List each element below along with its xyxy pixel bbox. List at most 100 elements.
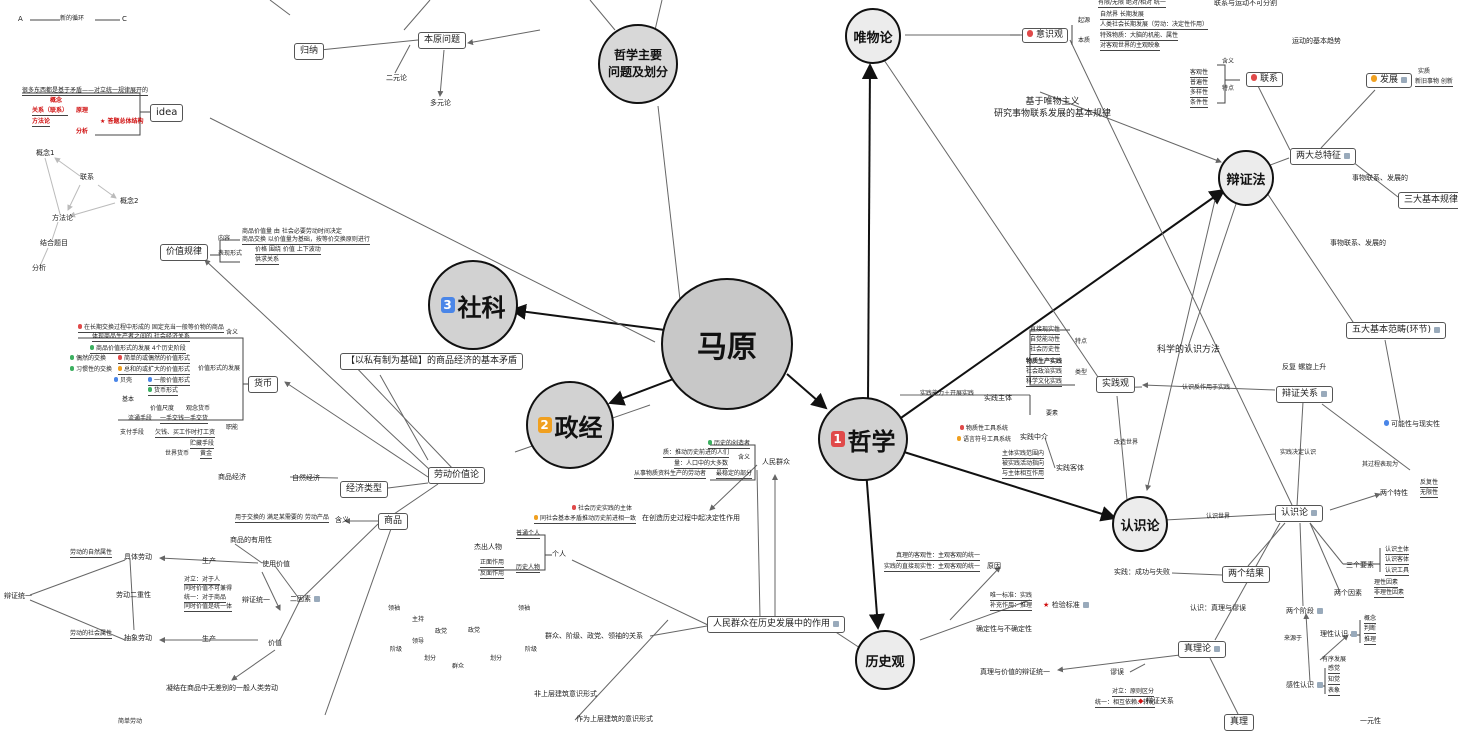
topic-number-badge: 1 [830,431,845,447]
subject-note: 实践能力＋开展实践 [920,390,975,397]
node-weiwulun[interactable]: 唯物论 [845,8,901,64]
label-text: 总和的或扩大的价值形式 [124,366,191,373]
node-masses-role[interactable]: 人民群众在历史发展中的作用 [707,616,846,633]
label-text: 货币形式 [154,387,179,394]
node-label: 联系 [1260,74,1279,84]
opposite: 对立：原则区分 [1112,688,1155,697]
node-dialectic-relation[interactable]: 辩证关系 [1276,386,1334,403]
currency-item: 黄金 [200,450,213,459]
medium-item: 物质性工具系统 [960,425,1008,432]
label-text: 在长期交换过程中形成的 固定充当一般等价物的商品 [84,324,224,331]
currency-item: 贝壳 [114,377,132,384]
practice-sub: 要素 [1046,410,1059,417]
topic-zhexue[interactable]: 1 哲学 [818,397,908,481]
node-practice-view[interactable]: 实践观 [1096,376,1136,393]
node-five-categories[interactable]: 五大基本范畴(环节) [1346,322,1447,339]
blue-badge-icon [114,377,118,382]
motion-inseparable: 联系与运动不可分割 [1214,0,1277,7]
node-two-results[interactable]: 两个结果 [1222,566,1271,583]
label-text: 二因素 [290,595,311,603]
only-standard: 唯一标准：实践 [990,592,1033,601]
currency-item: 含义 [226,329,239,336]
node-two-features[interactable]: 两大总特征 [1290,148,1357,165]
node-three-laws[interactable]: 三大基本规律 [1398,192,1458,209]
currency-item: 一手交钱一手交货 [160,415,209,424]
abc-a: A [18,15,23,23]
node-currency[interactable]: 货币 [248,376,279,393]
node-label: 意识观 [1036,30,1064,40]
node-basic-contradiction[interactable]: 【以私有制为基础】的商品经济的基本矛盾 [340,353,524,370]
topic-number-badge: 2 [537,417,552,433]
node-benyuan[interactable]: 本原问题 [418,32,467,49]
social-attr: 劳动的社会属性 [70,630,113,639]
natural-attr: 劳动的自然属性 [70,549,113,558]
label-text: 语言符号工具系统 [963,436,1012,443]
node-truth-theory[interactable]: 真理论 [1178,641,1227,658]
label-text: 偶然的交换 [76,355,107,362]
supplement: 补充作用：推理 [990,602,1033,611]
note-icon [1082,602,1089,608]
node-value-law[interactable]: 价值规律 [160,244,209,261]
perceptual-item: 表象 [1328,687,1341,696]
individual-item: 历史人物 [516,564,541,573]
two-factors-item: 理性因素 [1374,579,1399,588]
du-item: 同时价值是统一体 [184,603,233,612]
node-renshilun[interactable]: 认识论 [1112,496,1168,552]
commodity-economy: 商品经济 [218,473,246,481]
produce: 生产 [202,635,216,643]
perceptual-item: 感觉 [1328,665,1341,674]
node-label: 认识论 [1120,518,1160,534]
yishiguan-item: 特殊物质：大脑的机能、属性 [1100,32,1179,41]
currency-item: 商品价值形式的发展 4个历史阶段 [90,345,186,354]
currency-item: 流通手段 [128,415,153,422]
node-main-problems[interactable]: 哲学主要 问题及划分 [598,24,678,104]
node-label: 发展 [1380,75,1399,85]
node-idea[interactable]: idea [150,104,184,122]
topic-zhengjing[interactable]: 2 政经 [526,381,614,469]
connect-develop: 事物联系、发展的 [1330,239,1386,247]
three-elements-item: 认识工具 [1385,567,1410,576]
node-renshilun-box[interactable]: 认识论 [1275,505,1324,522]
label-text: 习惯性的交换 [76,366,113,373]
note-icon [1311,509,1318,516]
note-icon [1317,682,1323,688]
fazhan-sub: 新旧事物 创新 [1415,78,1453,87]
perceptual: 感性认识 [1286,682,1323,689]
node-fazhan[interactable]: 发展 [1366,73,1413,88]
connect-develop: 事物联系、发展的 [1352,174,1408,182]
reason-item: 真理的客观性：主观客观的统一 [896,552,981,561]
lianxi-sub: 含义 [1222,58,1235,65]
node-lianxi[interactable]: 联系 [1246,72,1284,87]
node-truth[interactable]: 真理 [1224,714,1255,731]
node-economic-type[interactable]: 经济类型 [340,481,389,498]
du-item: 同时价值不可兼得 [184,585,233,592]
meaning: 含义 [335,516,349,524]
currency-item: 体现商品生产者之间的 社会经济关系 [92,333,190,342]
node-lishiguan[interactable]: 历史观 [855,630,915,690]
two-properties-item: 无限性 [1420,489,1439,498]
node-guina[interactable]: 归纳 [294,43,325,60]
value: 价值 [268,639,282,647]
motion-trend: 运动的基本趋势 [1292,37,1341,45]
note-icon [1214,645,1221,652]
node-label: 三大基本规律 [1404,195,1458,205]
simple-labor: 简单劳动 [118,718,143,725]
reason: 原因 [987,562,1001,570]
unity2: 统一：相互依赖、转化 [1095,699,1156,708]
reason-item: 实践的直接现实性：主观客观的统一 [884,563,981,572]
center-node[interactable]: 马原 [661,278,793,410]
idea-item: 分析 [76,128,89,135]
node-bianzhengfa[interactable]: 辩证法 [1218,150,1274,206]
blue-badge-icon [148,377,152,382]
perceptual-item: 知觉 [1328,676,1341,685]
node-yishiguan[interactable]: 意识观 [1022,28,1069,43]
note-icon [1321,390,1328,397]
node-commodity[interactable]: 商品 [378,513,409,530]
practice-sub: 特点 [1075,338,1088,345]
topic-sheke[interactable]: 3 社科 [428,260,518,350]
meaning-text: 用于交换的 满足某需要的 劳动产品 [235,514,329,523]
node-labor-value[interactable]: 劳动价值论 [428,467,486,484]
connection: 联系 [80,173,94,181]
practice-decides: 实践决定认识 [1280,449,1317,456]
node-label: 辩证关系 [1282,389,1319,399]
